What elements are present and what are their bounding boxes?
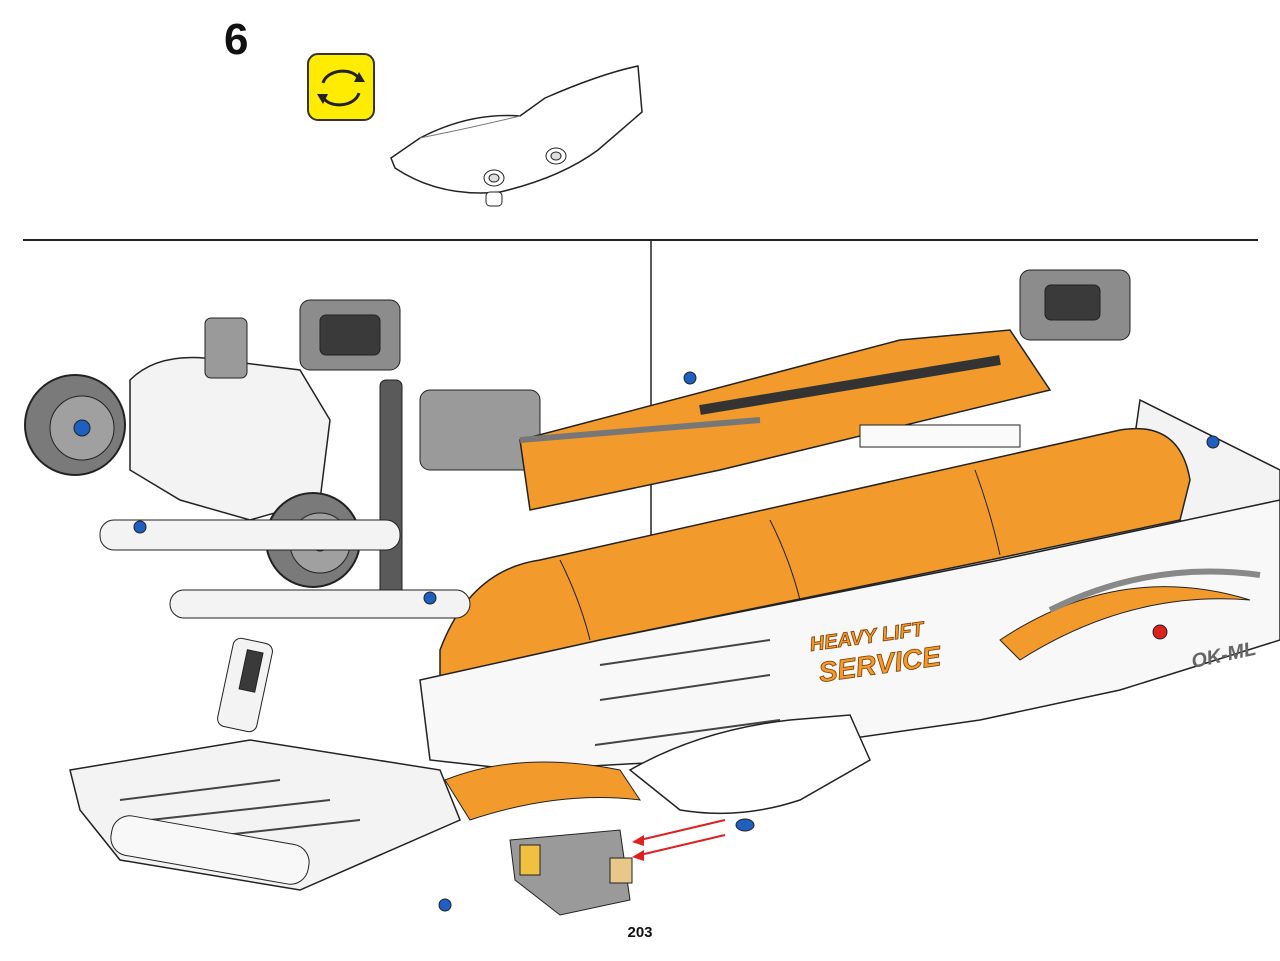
rotate-model-icon xyxy=(307,53,375,121)
new-part-panel xyxy=(390,65,643,207)
helicopter-fuselage xyxy=(24,269,1280,916)
step-divider xyxy=(23,239,1258,241)
page-number: 203 xyxy=(627,924,653,941)
step-number: 6 xyxy=(224,15,249,64)
insertion-arrows xyxy=(632,819,726,861)
